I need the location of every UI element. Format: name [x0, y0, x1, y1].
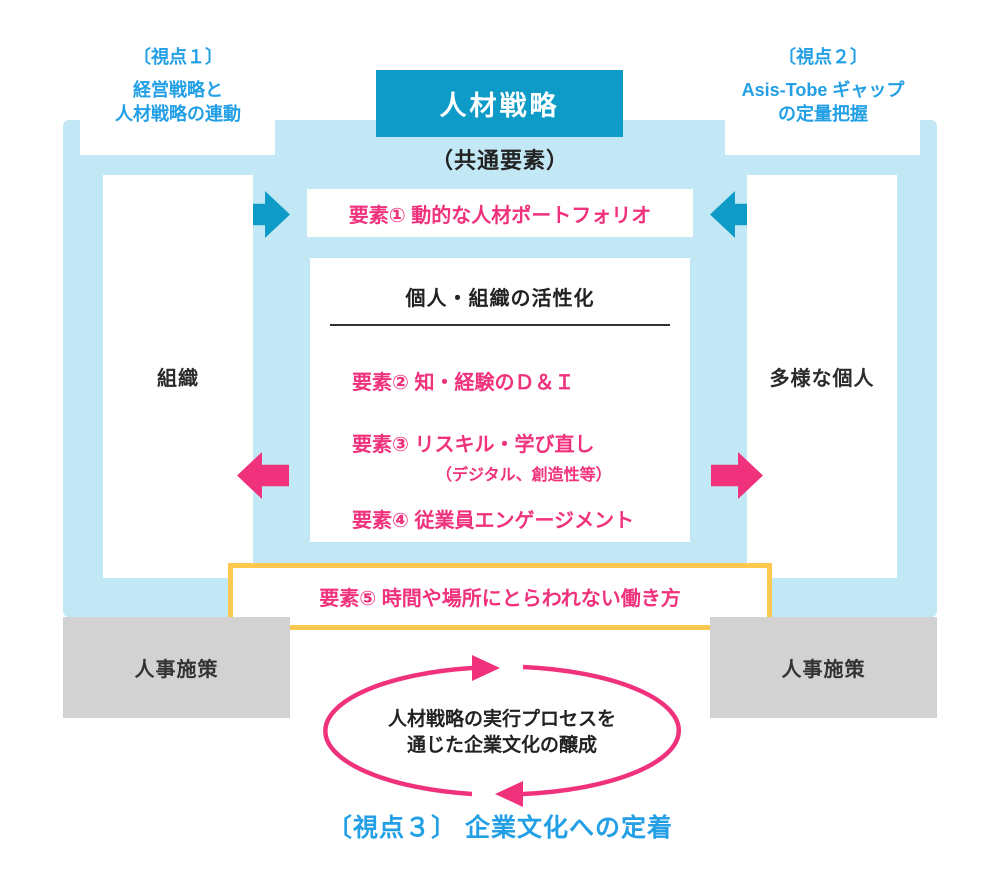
element-list: 要素② 知・経験のＤ＆Ｉ 要素③ リスキル・学び直し （デジタル、創造性等） 要…	[310, 366, 690, 533]
culture-cycle-caption: 人材戦略の実行プロセスを 通じた企業文化の醸成	[332, 707, 672, 758]
hr-measures-left-box: 人事施策	[63, 617, 290, 718]
culture-cycle-icon	[323, 655, 681, 807]
viewpoint2-notch	[725, 40, 920, 155]
viewpoint1-line2: 人材戦略の連動	[115, 103, 241, 124]
viewpoint2-tag: 〔視点２〕	[778, 47, 868, 67]
title-divider	[330, 324, 670, 326]
activation-panel: 個人・組織の活性化 要素② 知・経験のＤ＆Ｉ 要素③ リスキル・学び直し （デジ…	[310, 258, 690, 542]
element3-note: （デジタル、創造性等）	[436, 467, 612, 484]
element3-label: 要素③ リスキル・学び直し	[352, 434, 595, 456]
viewpoint1-tag: 〔視点１〕	[133, 47, 223, 67]
diverse-individuals-box: 多様な個人	[747, 175, 897, 578]
organization-box: 組織	[103, 175, 253, 578]
strategy-title-box: 人材戦略	[376, 70, 623, 137]
common-elements-caption: （共通要素）	[430, 148, 569, 173]
culture-cycle-line1: 人材戦略の実行プロセスを	[387, 709, 616, 730]
viewpoint2-line1: Asis-Tobe ギャップ	[741, 79, 905, 100]
element2-label: 要素② 知・経験のＤ＆Ｉ	[352, 372, 575, 394]
element5-box: 要素⑤ 時間や場所にとらわれない働き方	[228, 563, 772, 630]
viewpoint1-label: 〔視点１〕 経営戦略と 人材戦略の連動	[55, 46, 301, 126]
element4-label: 要素④ 従業員エンゲージメント	[352, 510, 635, 532]
culture-cycle-line2: 通じた企業文化の醸成	[406, 734, 597, 756]
strategy-title: 人材戦略	[439, 91, 560, 121]
viewpoint2-label: 〔視点２〕 Asis-Tobe ギャップ の定量把握	[700, 46, 946, 126]
element1-box: 要素① 動的な人材ポートフォリオ	[307, 189, 693, 237]
organization-label: 組織	[157, 368, 199, 390]
diverse-individuals-label: 多様な個人	[769, 368, 875, 390]
viewpoint3-label: 〔視点３〕 企業文化への定着	[327, 814, 673, 842]
viewpoint1-notch	[80, 40, 275, 155]
element5-label: 要素⑤ 時間や場所にとらわれない働き方	[319, 588, 681, 610]
activation-title: 個人・組織の活性化	[405, 288, 595, 310]
viewpoint1-line1: 経営戦略と	[133, 79, 223, 100]
element1-label: 要素① 動的な人材ポートフォリオ	[348, 204, 652, 227]
hr-measures-left-label: 人事施策	[134, 659, 219, 681]
viewpoint2-line2: の定量把握	[778, 103, 868, 124]
hr-measures-right-label: 人事施策	[781, 659, 866, 681]
hr-measures-right-box: 人事施策	[710, 617, 937, 718]
